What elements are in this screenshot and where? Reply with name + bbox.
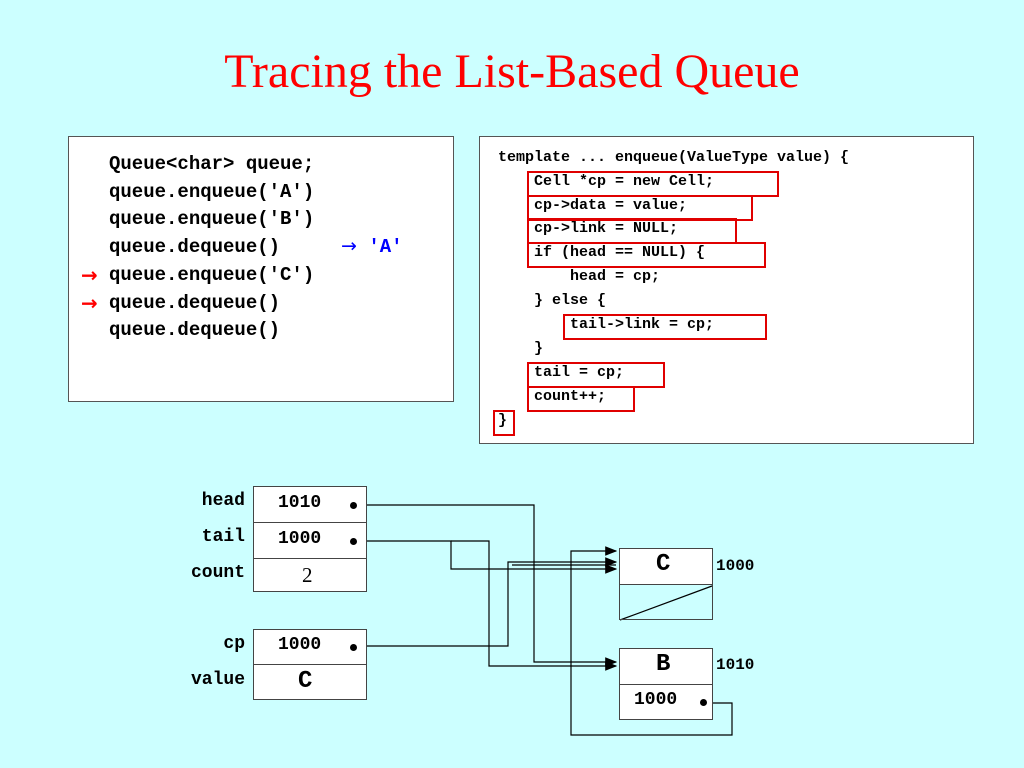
cp-pointer-line: [356, 557, 618, 647]
page-title: Tracing the List-Based Queue: [224, 45, 800, 98]
cell-c-link: [619, 584, 713, 620]
trace-highlight: [527, 195, 753, 221]
cell-c-address: 1000: [716, 557, 755, 575]
head-label: head: [201, 491, 245, 511]
code-line: }: [534, 340, 544, 357]
return-arrow-icon: →: [341, 235, 357, 257]
cell-b-link-value: 1000: [634, 690, 678, 710]
cell-c-data-value: C: [656, 551, 671, 578]
count-value: 2: [302, 563, 313, 587]
code-line: queue.dequeue(): [109, 319, 281, 341]
head-cell: 1010: [253, 486, 367, 523]
code-line: cp->link = NULL;: [534, 220, 679, 237]
code-line: queue.enqueue('B'): [109, 208, 315, 230]
code-line: queue.enqueue('A'): [109, 181, 315, 203]
code-line: if (head == NULL) {: [534, 244, 706, 261]
cell-b-link: 1000: [619, 684, 713, 720]
trace-highlight: [527, 386, 635, 412]
tail-cell: 1000: [253, 522, 367, 559]
cp-label: cp: [223, 634, 245, 654]
count-cell: 2: [253, 558, 367, 592]
pointer-dot: [350, 538, 357, 545]
cell-b-data: B: [619, 648, 713, 685]
cp-value: 1000: [278, 635, 322, 655]
null-slash: [619, 585, 713, 621]
trace-highlight: [563, 314, 767, 340]
value-cell: C: [253, 664, 367, 700]
value-label: value: [190, 670, 245, 690]
code-line: Queue<char> queue;: [109, 153, 315, 175]
cp-cell: 1000: [253, 629, 367, 665]
code-line: } else {: [534, 292, 607, 309]
code-line: template ... enqueue(ValueType value) {: [498, 149, 850, 166]
head-pointer-line: [356, 504, 618, 667]
code-line: Cell *cp = new Cell;: [534, 173, 715, 190]
pointer-dot: [350, 502, 357, 509]
current-line-arrow-icon: →: [81, 263, 98, 287]
head-value: 1010: [278, 493, 322, 513]
code-line: queue.dequeue(): [109, 236, 281, 258]
code-line: tail = cp;: [534, 364, 625, 381]
client-code-panel: Queue<char> queue; queue.enqueue('A') qu…: [68, 136, 454, 402]
count-label: count: [190, 563, 245, 583]
code-line: tail->link = cp;: [570, 316, 715, 333]
current-line-arrow-icon: →: [81, 291, 98, 315]
tail-value: 1000: [278, 529, 322, 549]
code-line: count++;: [534, 388, 607, 405]
cell-b-data-value: B: [656, 651, 671, 678]
cell-c-data: C: [619, 548, 713, 585]
code-line: queue.enqueue('C'): [109, 264, 315, 286]
trace-highlight: [527, 242, 766, 268]
code-line: queue.dequeue(): [109, 292, 281, 314]
tail-pointer-line: [356, 540, 618, 574]
pointer-dot: [350, 644, 357, 651]
return-value-text: 'A': [368, 236, 403, 258]
tail-old-pointer-line: [451, 540, 618, 671]
value-value: C: [298, 668, 313, 695]
pointer-dot: [700, 699, 707, 706]
code-line: cp->data = value;: [534, 197, 688, 214]
b-link-pointer-line: [570, 546, 733, 736]
code-line: head = cp;: [570, 268, 661, 285]
cell-b-address: 1010: [716, 656, 755, 674]
tail-label: tail: [201, 527, 245, 547]
return-value: → 'A': [341, 235, 403, 258]
trace-highlight: [493, 410, 515, 436]
enqueue-code-panel: template ... enqueue(ValueType value) { …: [479, 136, 974, 444]
code-line: }: [498, 412, 508, 429]
